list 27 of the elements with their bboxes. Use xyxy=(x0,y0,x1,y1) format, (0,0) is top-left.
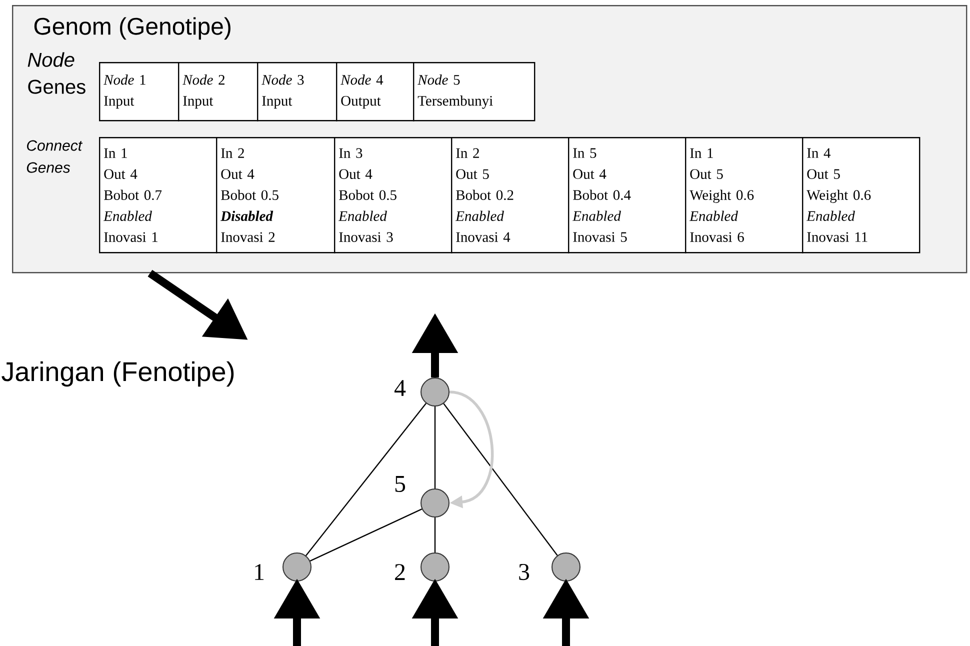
gene-cell: Node 4 Output xyxy=(336,62,414,122)
node-number: 3 xyxy=(519,564,530,580)
gene-cell: In 5 Out 4 Bobot 0.4 Enabled Inovasi 5 xyxy=(568,137,686,254)
gene-cell: In 2 Out 5 Bobot 0.2 Enabled Inovasi 4 xyxy=(451,137,570,254)
arrow xyxy=(449,390,494,508)
panel-heading: Genom (Genotipe) xyxy=(34,17,230,40)
connection-line xyxy=(434,406,436,488)
connection-line xyxy=(443,403,558,556)
gene-cell: In 1 Out 4 Bobot 0.7 Enabled Inovasi 1 xyxy=(99,137,218,254)
section-heading: Jaringan (Fenotipe) xyxy=(2,361,234,387)
row-label: Connect Genes xyxy=(26,140,83,173)
gene-cell: Node 5 Tersembunyi xyxy=(413,62,536,122)
connection-line xyxy=(306,403,426,556)
gene-cell: In 4 Out 5 Weight 0.6 Enabled Inovasi 11 xyxy=(802,137,920,254)
node-number: 2 xyxy=(395,564,405,580)
gene-cell: In 1 Out 5 Weight 0.6 Enabled Inovasi 6 xyxy=(685,137,804,254)
row-label: Node Genes xyxy=(28,52,86,94)
node-number: 5 xyxy=(395,476,406,492)
gene-cell: In 3 Out 4 Bobot 0.5 Enabled Inovasi 3 xyxy=(334,137,452,254)
gene-cell: Node 1 Input xyxy=(99,62,180,122)
node-number: 4 xyxy=(394,380,406,396)
connection-line xyxy=(310,508,422,562)
node-number: 1 xyxy=(255,564,264,580)
gene-cell: In 2 Out 4 Bobot 0.5 Disabled Inovasi 2 xyxy=(216,137,336,254)
connection-line xyxy=(434,518,436,552)
gene-cell: Node 2 Input xyxy=(178,62,258,122)
gene-cell: Node 3 Input xyxy=(257,62,338,122)
